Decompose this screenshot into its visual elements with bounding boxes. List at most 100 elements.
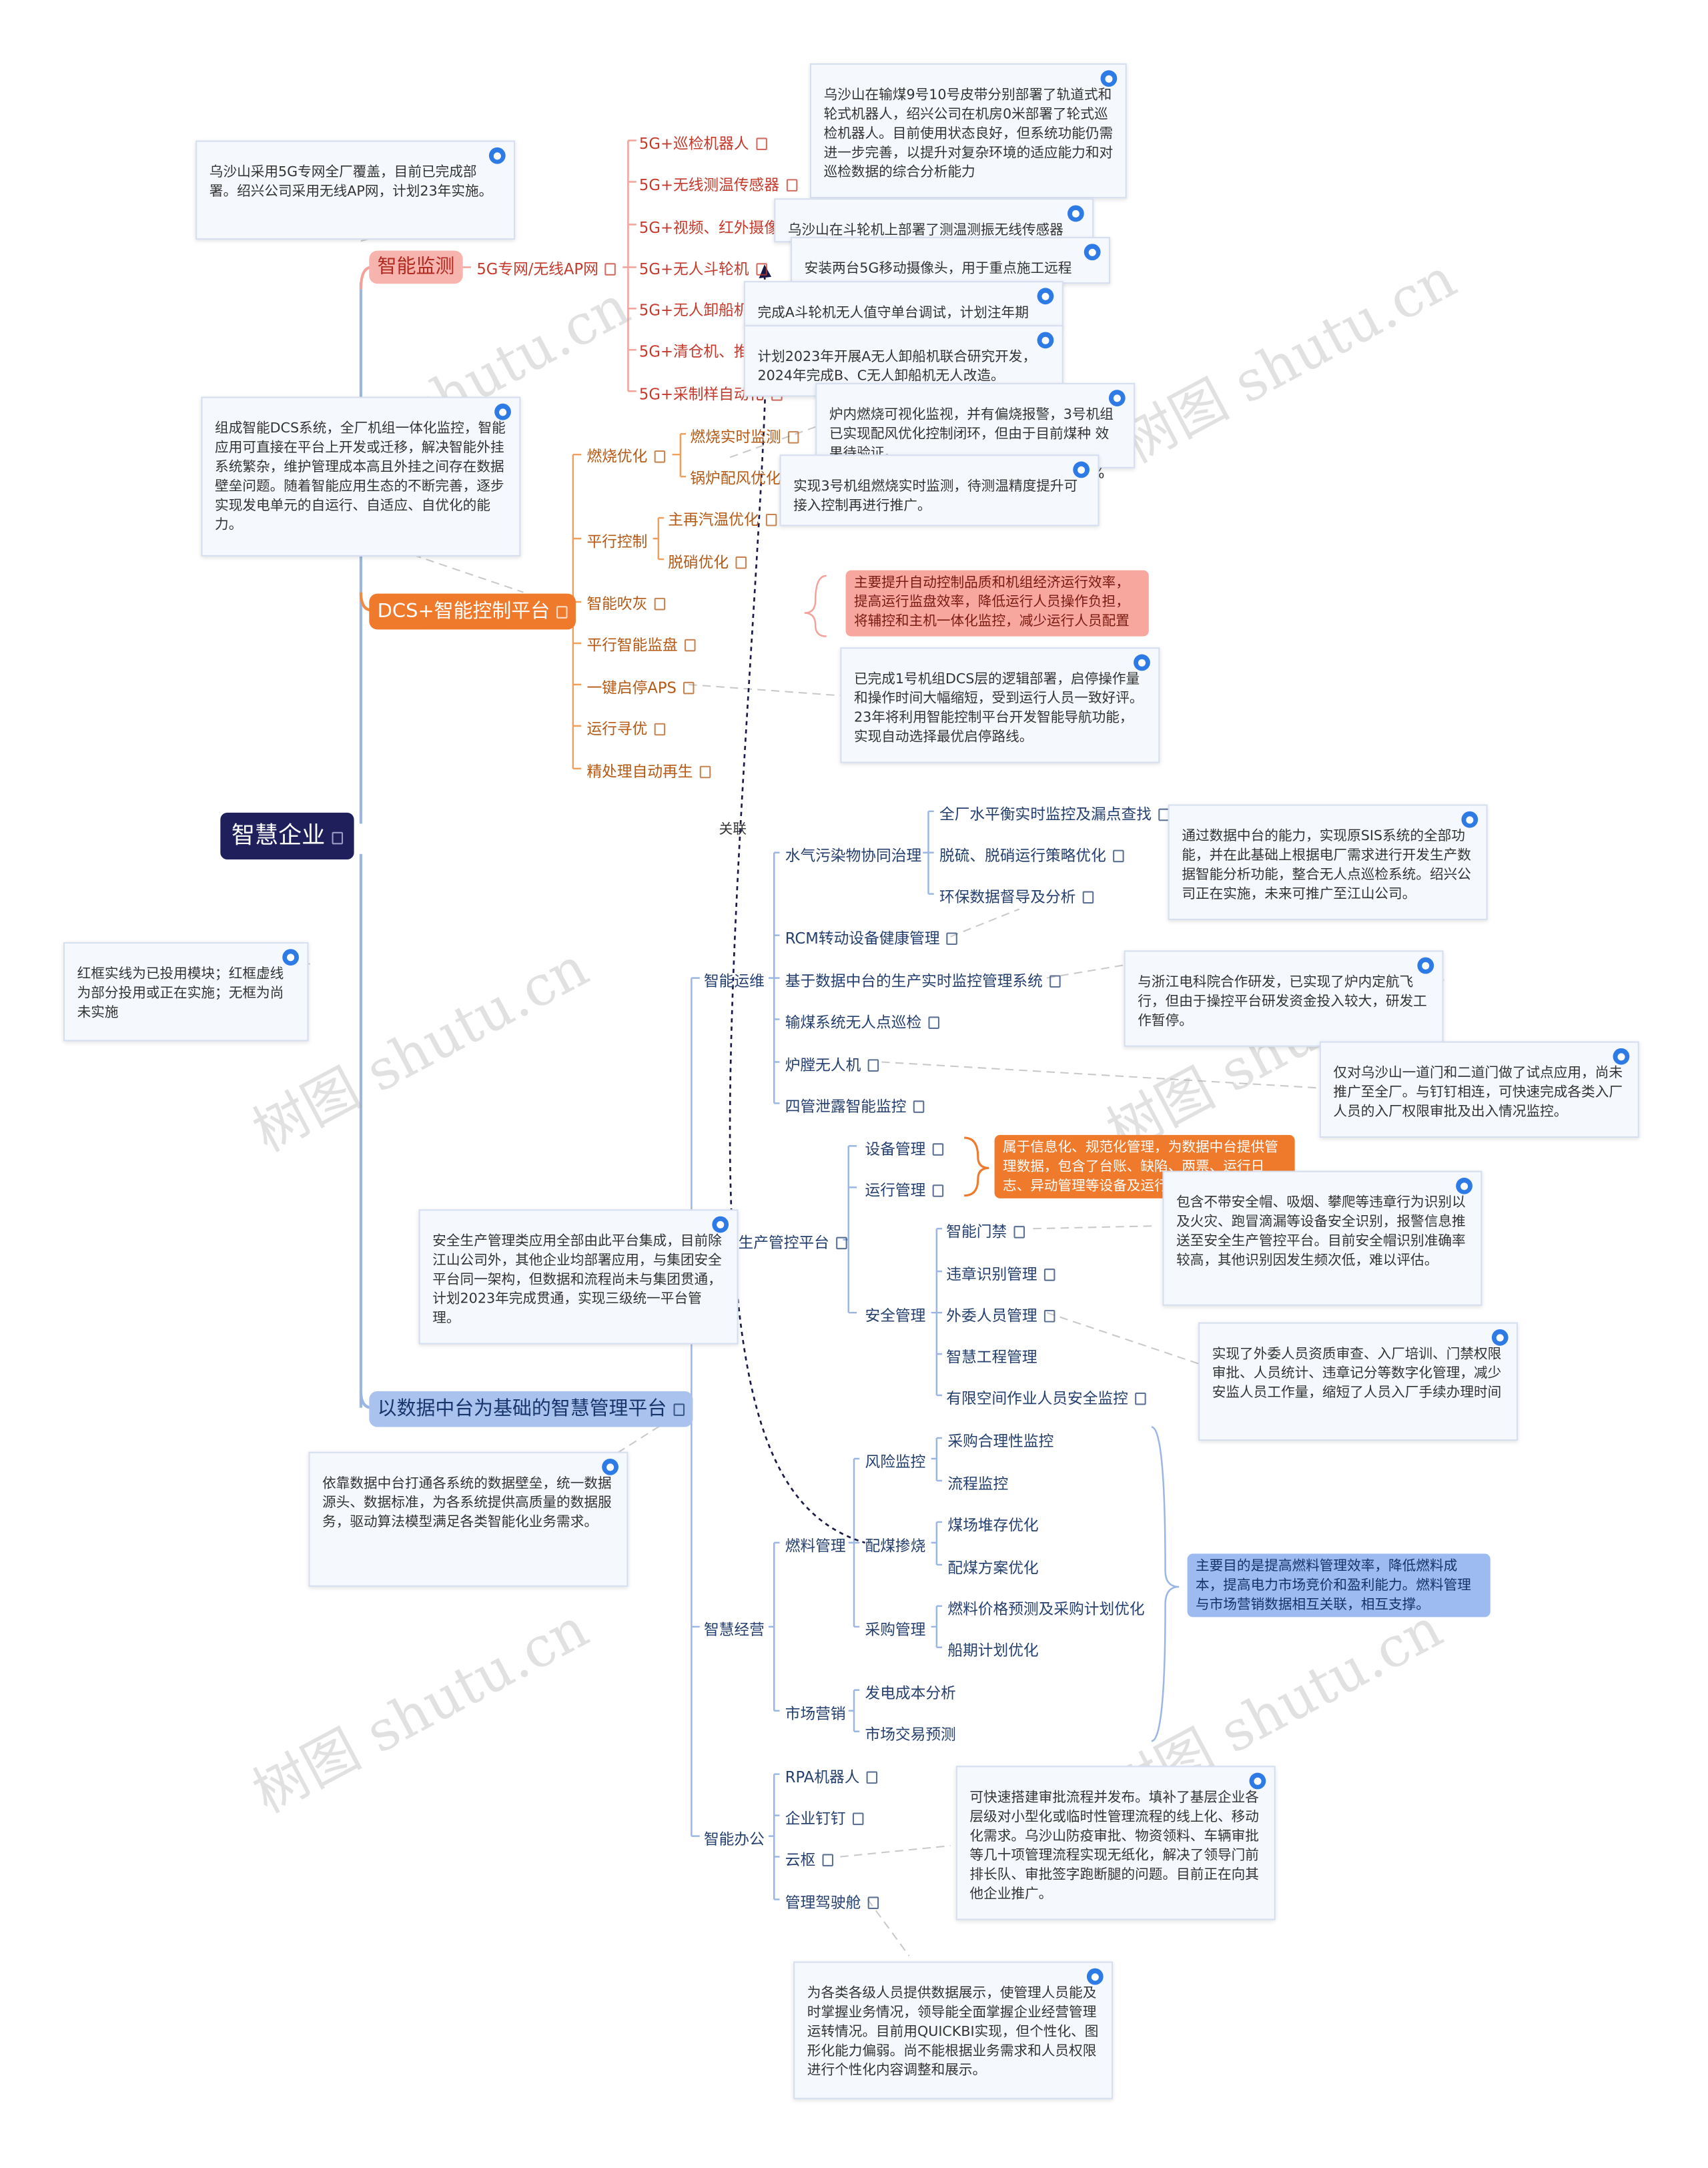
office-item[interactable]: RPA机器人 xyxy=(777,1764,885,1792)
dcs-parallel-item[interactable]: 主再汽温优化 xyxy=(660,507,785,534)
market-item[interactable]: 市场交易预测 xyxy=(865,1726,956,1744)
pin-icon: ● xyxy=(1134,654,1150,671)
safety-item[interactable]: 智慧工程管理 xyxy=(946,1348,1037,1367)
note-icon xyxy=(867,1059,879,1072)
monitor-item[interactable]: 5G+采制样自动化 xyxy=(631,382,791,409)
note-water: ●通过数据中台的能力，实现原SIS系统的全部功能，并在此基础上根据电厂需求进行开… xyxy=(1168,804,1488,920)
note-icon xyxy=(654,597,666,611)
monitor-item[interactable]: 5G+巡检机器人 xyxy=(631,131,775,158)
safety-node[interactable]: 安全管理 xyxy=(865,1307,926,1325)
note-icon xyxy=(867,1896,879,1909)
safety-item[interactable]: 有限空间作业人员安全监控 xyxy=(938,1386,1154,1413)
office-item[interactable]: 管理驾驶舱 xyxy=(777,1890,887,1917)
office-node[interactable]: 智能办公 xyxy=(703,1830,765,1849)
pin-icon: ● xyxy=(1037,288,1054,305)
dcs-item[interactable]: 精处理自动再生 xyxy=(578,759,719,786)
pin-icon: ● xyxy=(1456,1177,1472,1194)
note-aps: ●已完成1号机组DCS层的逻辑部署，启停操作量和操作时间大幅缩短，受到运行人员一… xyxy=(840,647,1160,763)
dcs-combustion[interactable]: 燃烧优化 xyxy=(578,444,673,471)
monitor-item[interactable]: 5G+无人斗轮机 xyxy=(631,256,775,284)
dcs-parallel-item[interactable]: 脱硝优化 xyxy=(660,550,755,577)
water-item[interactable]: 脱硫、脱硝运行策略优化 xyxy=(931,843,1132,870)
note-cockpit: ●为各类各级人员提供数据展示，使管理人员能及时掌握业务情况，领导能全面掌握企业经… xyxy=(793,1961,1114,2099)
risk-node[interactable]: 风险监控 xyxy=(865,1453,926,1471)
note-platform: ●依靠数据中台打通各系统的数据壁垒，统一数据源头、数据标准，为各系统提供高质量的… xyxy=(308,1451,628,1587)
note-office: ●可快速搭建审批流程并发布。填补了基层企业各层级对小型化或临时性管理流程的线上化… xyxy=(955,1766,1276,1920)
office-item[interactable]: 企业钉钉 xyxy=(777,1806,871,1833)
dcs-combustion-item[interactable]: 燃烧实时监测 xyxy=(682,424,807,452)
risk-item[interactable]: 采购合理性监控 xyxy=(947,1432,1054,1451)
dcs-parallel[interactable]: 平行控制 xyxy=(586,532,648,551)
purchase-node[interactable]: 采购管理 xyxy=(865,1621,926,1640)
pin-icon: ● xyxy=(1086,1968,1104,1985)
branch-platform[interactable]: 以数据中台为基础的智慧管理平台 xyxy=(369,1391,693,1427)
dcs-item[interactable]: 平行智能监盘 xyxy=(578,632,704,659)
dcs-combustion-item[interactable]: 锅炉配风优化 xyxy=(690,469,781,488)
blend-node[interactable]: 配煤掺烧 xyxy=(865,1537,926,1555)
pin-icon: ● xyxy=(1108,390,1126,406)
note-icon xyxy=(1082,891,1094,904)
note-safety: ●安全生产管理类应用全部由此平台集成，目前除江山公司外，其他企业均部署应用，与集… xyxy=(418,1209,739,1345)
pin-icon: ● xyxy=(1073,461,1090,478)
monitor-item[interactable]: 5G+无人卸船机 xyxy=(631,298,775,325)
safety-item[interactable]: 违章识别管理 xyxy=(938,1262,1063,1289)
pin-icon: ● xyxy=(1461,811,1478,828)
note-icon xyxy=(932,1184,944,1197)
note-icon xyxy=(654,723,666,736)
ops-item[interactable]: 四管泄露智能监控 xyxy=(777,1094,932,1121)
blend-item[interactable]: 煤场堆存优化 xyxy=(947,1516,1039,1535)
running-node[interactable]: 运行管理 xyxy=(857,1178,951,1205)
relation-label: 关联 xyxy=(719,822,747,838)
water-item[interactable]: 环保数据督导及分析 xyxy=(931,884,1102,912)
note-icon xyxy=(836,1236,847,1250)
safety-platform-node[interactable]: 生产管控平台 xyxy=(730,1230,855,1257)
monitor-item[interactable]: 5G+无线测温传感器 xyxy=(631,172,806,200)
water-item[interactable]: 全厂水平衡实时监控及漏点查找 xyxy=(931,801,1178,829)
note-icon xyxy=(787,431,799,444)
business-node[interactable]: 智慧经营 xyxy=(703,1621,765,1640)
note-icon xyxy=(683,681,695,695)
market-item[interactable]: 发电成本分析 xyxy=(865,1684,956,1703)
note-icon xyxy=(1043,1269,1055,1281)
dcs-item[interactable]: 一键启停APS xyxy=(578,675,703,702)
note-icon xyxy=(1135,1392,1146,1405)
water-node[interactable]: 水气污染物协同治理 xyxy=(785,847,922,865)
note-icon xyxy=(735,556,747,569)
note-gate: ●仅对乌沙山一道门和二道门做了试点应用，尚未推广至全厂。与钉钉相连，可快速完成各… xyxy=(1319,1041,1639,1138)
pin-icon: ● xyxy=(488,147,506,164)
root-label: 智慧企业 xyxy=(231,822,326,850)
purchase-item[interactable]: 船期计划优化 xyxy=(947,1642,1039,1660)
ops-item[interactable]: 基于数据中台的生产实时监控管理系统 xyxy=(777,968,1069,996)
ops-node[interactable]: 智能运维 xyxy=(703,972,765,991)
fuel-node[interactable]: 燃料管理 xyxy=(785,1537,846,1555)
pin-icon: ● xyxy=(1249,1772,1266,1790)
note-icon xyxy=(755,263,767,276)
dcs-item[interactable]: 智能吹灰 xyxy=(578,591,673,619)
ops-item[interactable]: 炉膛无人机 xyxy=(777,1052,887,1080)
node-network[interactable]: 5G专网/无线AP网 xyxy=(468,256,624,284)
pin-icon: ● xyxy=(1084,244,1101,261)
purchase-item[interactable]: 燃料价格预测及采购计划优化 xyxy=(947,1600,1145,1619)
office-item[interactable]: 云枢 xyxy=(777,1847,841,1874)
safety-item[interactable]: 外委人员管理 xyxy=(938,1303,1063,1331)
branch-monitor[interactable]: 智能监测 xyxy=(369,250,463,284)
branch-dcs[interactable]: DCS+智能控制平台 xyxy=(369,593,576,630)
market-node[interactable]: 市场营销 xyxy=(785,1705,846,1724)
pin-icon: ● xyxy=(1491,1329,1509,1346)
note-icon xyxy=(605,263,616,276)
ops-item[interactable]: RCM转动设备健康管理 xyxy=(777,926,965,953)
risk-item[interactable]: 流程监控 xyxy=(947,1475,1009,1493)
root-node[interactable]: 智慧企业 xyxy=(220,812,354,860)
device-node[interactable]: 设备管理 xyxy=(857,1136,951,1164)
dcs-item[interactable]: 运行寻优 xyxy=(578,716,673,743)
note-outsource: ●实现了外委人员资质审查、入厂培训、门禁权限审批、人员统计、违章记分等数字化管理… xyxy=(1198,1322,1519,1441)
blend-item[interactable]: 配煤方案优化 xyxy=(947,1559,1039,1577)
pin-icon: ● xyxy=(712,1216,729,1233)
note-temp: ●乌沙山在斗轮机上部署了测温测振无线传感器 xyxy=(774,198,1094,243)
note-icon xyxy=(765,513,777,526)
note-icon xyxy=(852,1812,864,1826)
ops-item[interactable]: 输煤系统无人点巡检 xyxy=(777,1010,947,1037)
safety-item[interactable]: 智能门禁 xyxy=(938,1219,1033,1246)
note-icon xyxy=(1113,849,1124,863)
pin-icon: ● xyxy=(1067,205,1084,222)
